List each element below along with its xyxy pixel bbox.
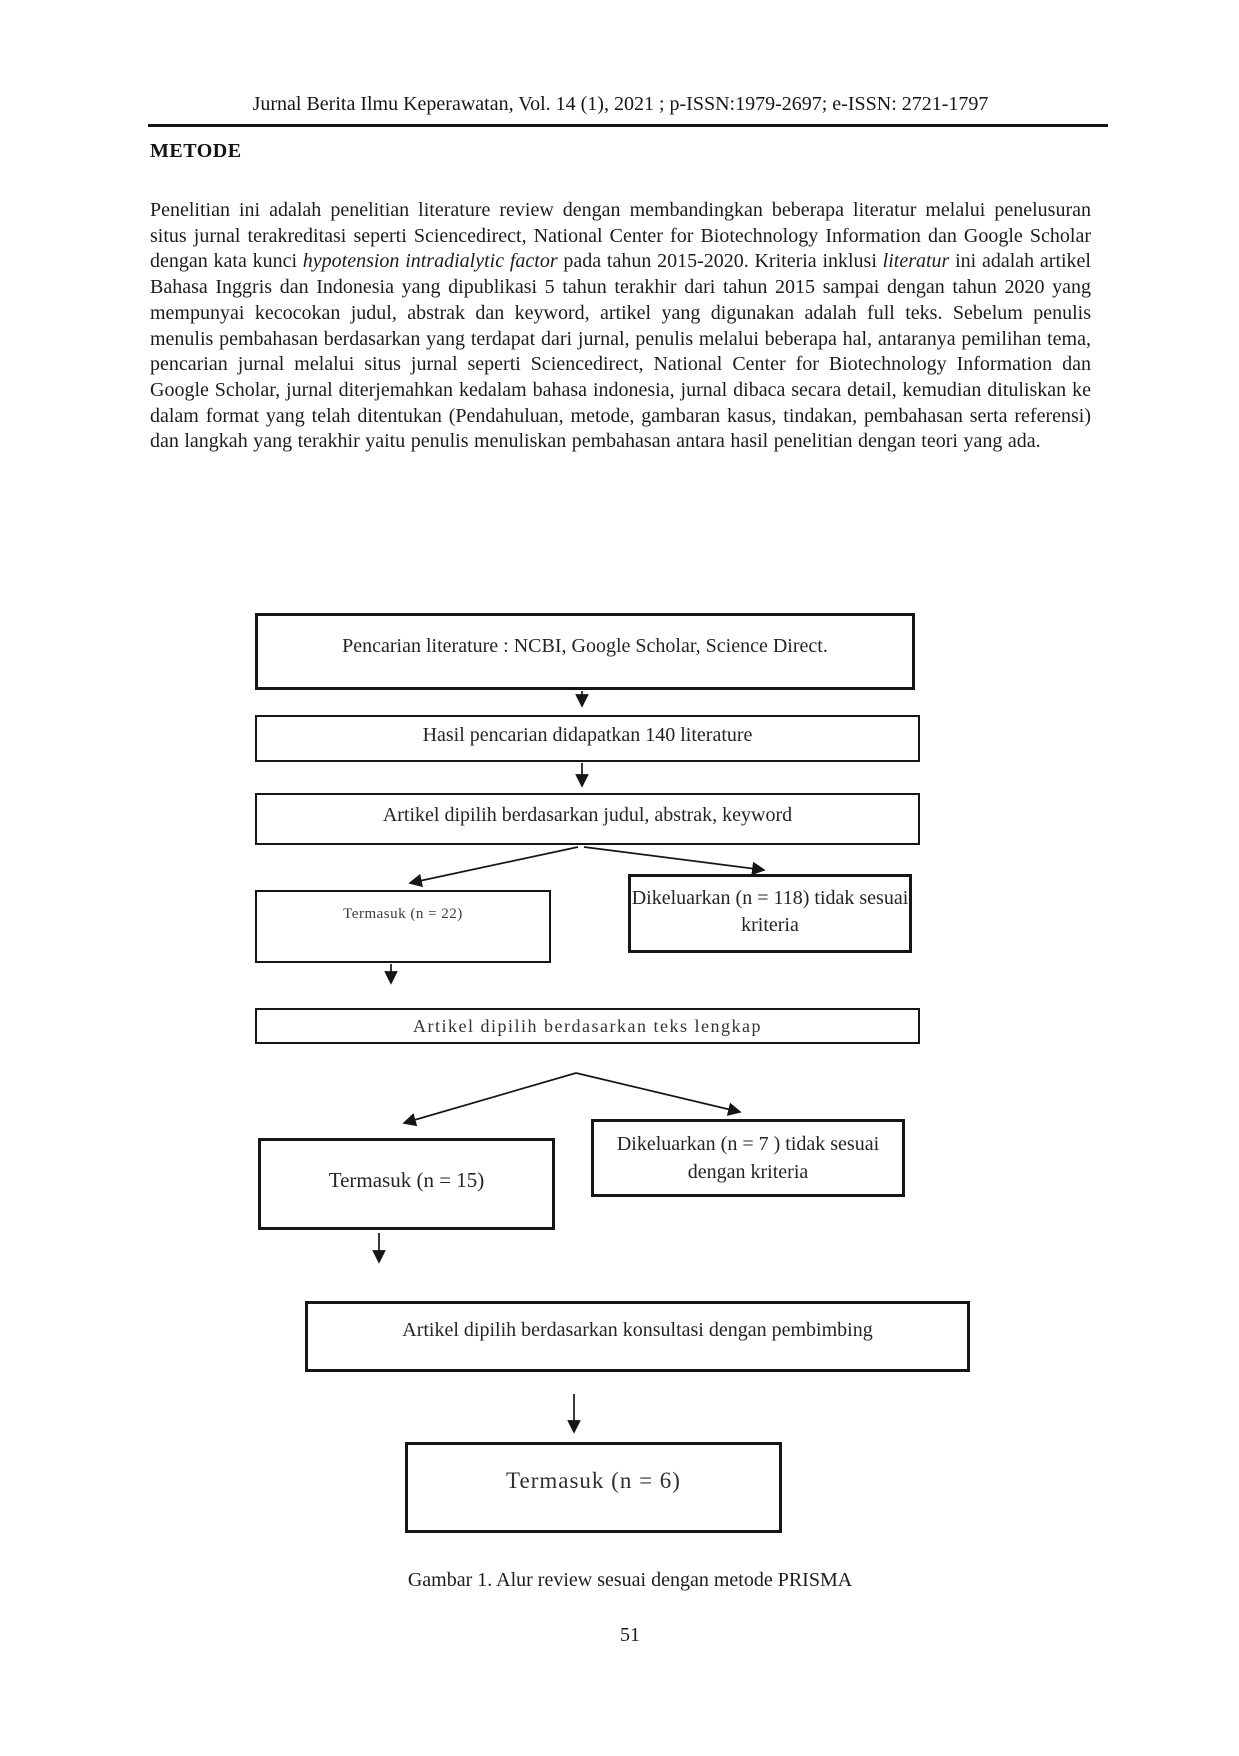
arrow-fulltext-to-included-15	[402, 1072, 577, 1127]
flow-box-results: Hasil pencarian didapatkan 140 literatur…	[255, 715, 920, 762]
paragraph-segment: ini adalah artikel Bahasa Inggris dan In…	[150, 250, 1091, 453]
metode-paragraph: Penelitian ini adalah penelitian literat…	[150, 198, 1091, 455]
arrow-title-filter-to-excluded-118	[583, 846, 766, 876]
flow-box-fulltext-filter: Artikel dipilih berdasarkan teks lengkap	[255, 1008, 920, 1044]
flow-box-included-15: Termasuk (n = 15)	[258, 1138, 555, 1230]
paragraph-segment: Penelitian ini adalah penelitian literat…	[150, 199, 1091, 273]
header-rule	[148, 124, 1108, 127]
flow-box-excluded-7: Dikeluarkan (n = 7 ) tidak sesuai dengan…	[591, 1119, 905, 1197]
page-number: 51	[620, 1624, 640, 1646]
journal-header: Jurnal Berita Ilmu Keperawatan, Vol. 14 …	[252, 93, 989, 115]
flow-box-search: Pencarian literature : NCBI, Google Scho…	[255, 613, 915, 690]
arrow-fulltext-to-excluded-7	[575, 1072, 742, 1116]
flow-box-excluded-118: Dikeluarkan (n = 118) tidak sesuai krite…	[628, 874, 912, 953]
flow-box-included-22: Termasuk (n = 22)	[255, 890, 551, 963]
paragraph-segment: pada tahun 2015-2020. Kriteria inklusi	[557, 250, 883, 273]
flow-box-title-abstract-filter: Artikel dipilih berdasarkan judul, abstr…	[255, 793, 920, 845]
arrow-title-filter-to-included-22	[408, 846, 579, 888]
figure-caption: Gambar 1. Alur review sesuai dengan meto…	[407, 1569, 853, 1591]
paragraph-italic-segment: hypotension intradialytic factor	[302, 250, 558, 273]
metode-heading: METODE	[150, 140, 242, 162]
flow-box-consult-filter: Artikel dipilih berdasarkan konsultasi d…	[305, 1301, 970, 1372]
flow-box-included-6: Termasuk (n = 6)	[405, 1442, 782, 1533]
paragraph-italic-segment: literatur	[882, 250, 950, 273]
